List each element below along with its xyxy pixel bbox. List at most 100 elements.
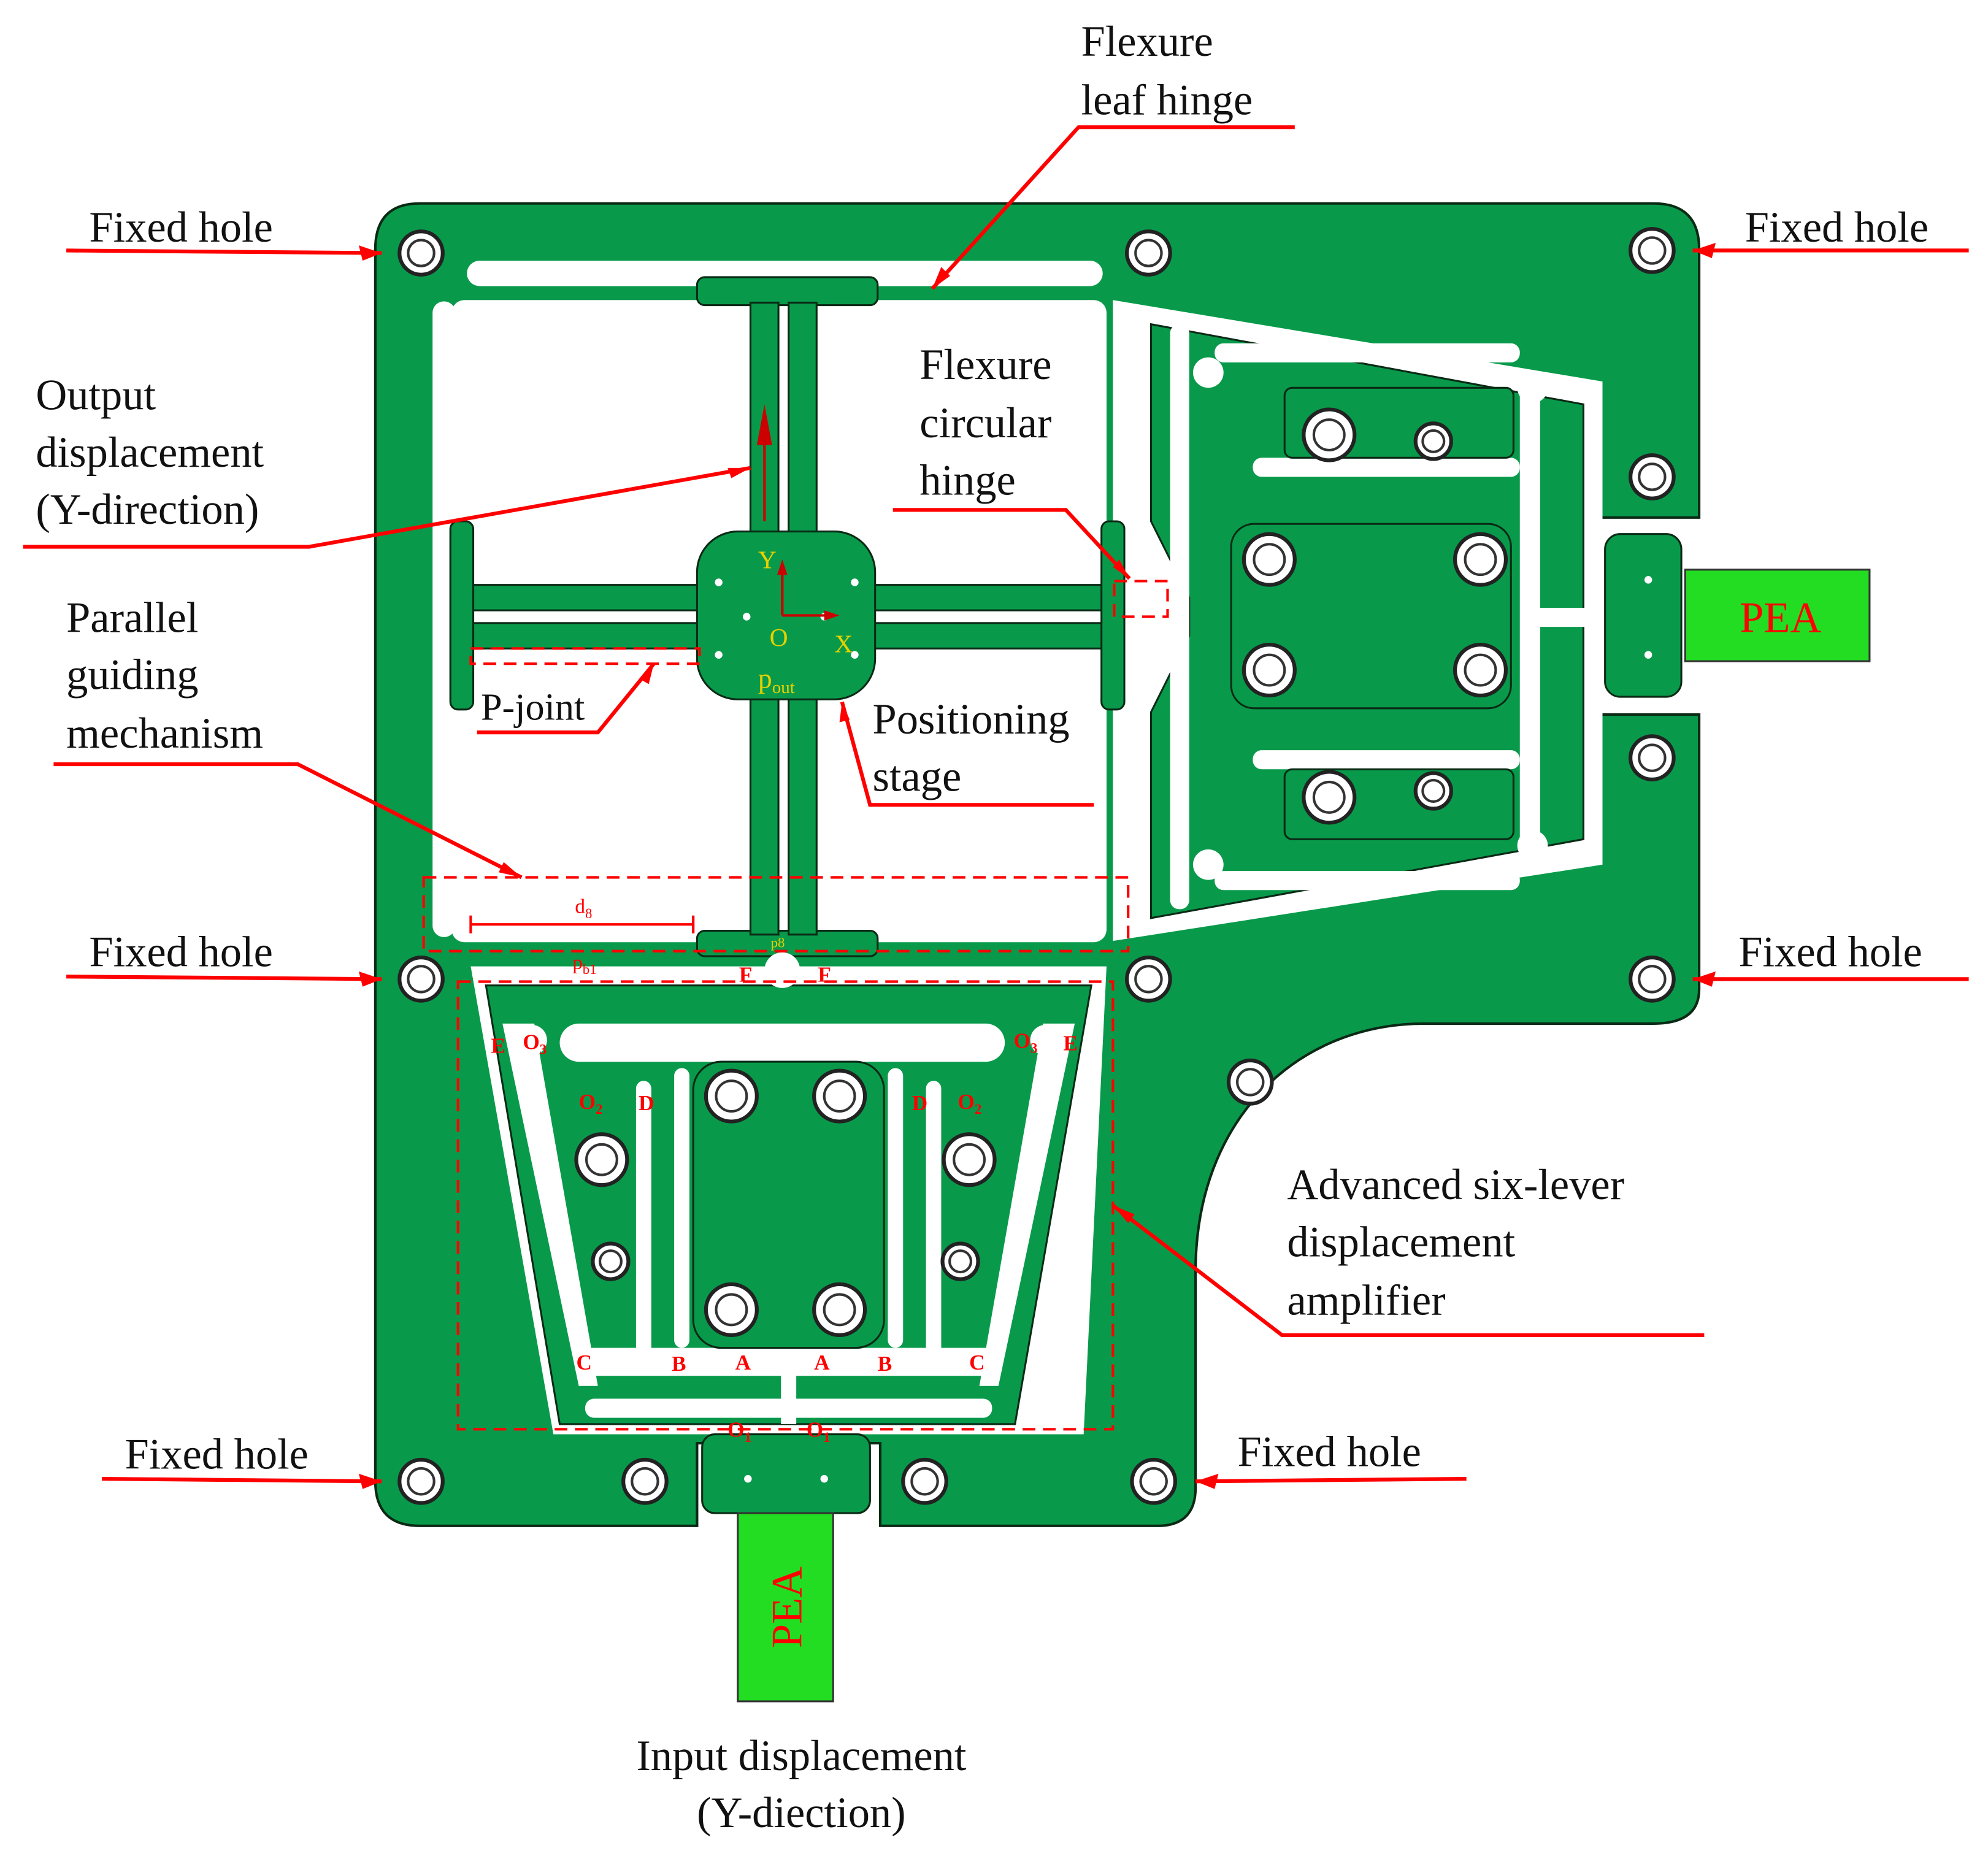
- hole-inner-ring: [631, 1467, 659, 1496]
- svg-text:O2: O2: [579, 1090, 603, 1117]
- flexure-circular-hinge-line2: circular: [919, 399, 1051, 447]
- amplifier-line2: displacement: [1287, 1218, 1515, 1266]
- svg-text:O2: O2: [958, 1090, 981, 1117]
- svg-text:O1: O1: [807, 1418, 831, 1445]
- flexure-leaf-hinge-line2: leaf hinge: [1081, 77, 1253, 125]
- parallel-guiding-line3: mechanism: [66, 710, 263, 757]
- output-displacement-line3: (Y-direction): [36, 486, 259, 534]
- hinge-O3-right: O: [1014, 1029, 1030, 1052]
- p-joint-region: [469, 647, 701, 665]
- origin-label: O: [770, 623, 788, 651]
- pb1-label: p: [572, 951, 583, 974]
- hinge-O2-right: O: [958, 1090, 974, 1114]
- hinge-E-left: E: [491, 1034, 506, 1058]
- input-displacement-line2: (Y-diection): [697, 1789, 905, 1837]
- hinge-A-left: A: [735, 1351, 751, 1374]
- hole-inner-ring: [1638, 743, 1667, 772]
- p8-label: p8: [771, 935, 785, 951]
- hole-inner-ring: [1134, 239, 1163, 267]
- amplifier-line3: amplifier: [1287, 1277, 1445, 1325]
- hole-inner-ring: [715, 1079, 748, 1113]
- hinge-B-left: B: [672, 1352, 686, 1376]
- circular-hinge-region: [1113, 580, 1169, 618]
- positioning-stage-line2: stage: [873, 753, 962, 801]
- fixed-hole-label-top-left: Fixed hole: [89, 204, 272, 251]
- svg-text:O1: O1: [727, 1418, 751, 1445]
- hole-inner-ring: [948, 1249, 973, 1274]
- coordinate-frame: Y X O pout: [756, 404, 853, 697]
- hole-inner-ring: [407, 239, 436, 267]
- flexure-leaf-hinge-line1: Flexure: [1081, 18, 1213, 66]
- fixed-hole-label-mid-right: Fixed hole: [1738, 929, 1922, 976]
- hinge-O1-right: O: [807, 1418, 823, 1442]
- output-displacement-line2: displacement: [36, 429, 264, 477]
- hole-inner-ring: [1638, 965, 1667, 994]
- dimension-annotations: d8 p8 pb1: [469, 895, 785, 977]
- hinge-O2-left: O: [579, 1090, 596, 1114]
- hole-inner-ring: [1638, 236, 1667, 265]
- pb1-sub: b1: [583, 962, 597, 977]
- svg-text:pb1: pb1: [572, 951, 596, 977]
- amplifier-line1: Advanced six-lever: [1287, 1161, 1624, 1209]
- guiding-mechanism-region: [422, 876, 1130, 952]
- flexure-circular-hinge-line1: Flexure: [919, 341, 1051, 389]
- parallel-guiding-line2: guiding: [66, 651, 198, 699]
- output-arrow-icon: [756, 404, 772, 445]
- hinge-F-left: F: [739, 963, 753, 987]
- hole-inner-ring: [1464, 653, 1497, 687]
- pea-actuator-right: PEA: [1684, 569, 1871, 662]
- hole-inner-ring: [823, 1293, 856, 1327]
- hinge-D-right: D: [912, 1091, 927, 1115]
- p-out-sub: out: [772, 678, 795, 697]
- hole-inner-ring: [1464, 543, 1497, 577]
- hinge-C-left: C: [576, 1351, 591, 1374]
- leader-lines: [23, 125, 1969, 1489]
- hole-inner-ring: [953, 1143, 986, 1176]
- hole-inner-ring: [1134, 965, 1163, 994]
- svg-text:pout: pout: [758, 663, 795, 697]
- hinge-C-right: C: [969, 1351, 984, 1374]
- pea-right-label: PEA: [1740, 594, 1821, 642]
- d8-sub: 8: [585, 906, 592, 921]
- hole-inner-ring: [1236, 1068, 1265, 1097]
- positioning-stage-line1: Positioning: [873, 696, 1070, 743]
- hole-inner-ring: [585, 1143, 618, 1176]
- hinge-D-left: D: [639, 1091, 654, 1115]
- p-joint-label: P-joint: [481, 686, 585, 728]
- hinge-O1-left: O: [727, 1418, 744, 1442]
- pea-actuator-bottom: PEA: [737, 1512, 834, 1703]
- parallel-guiding-line1: Parallel: [66, 594, 198, 642]
- input-displacement-line1: Input displacement: [636, 1732, 967, 1780]
- fixed-hole-label-mid-left: Fixed hole: [89, 929, 272, 976]
- hole-inner-ring: [823, 1079, 856, 1113]
- hole-inner-ring: [407, 965, 436, 994]
- flexure-circular-hinge-line3: hinge: [919, 456, 1016, 504]
- y-axis-label: Y: [758, 546, 777, 574]
- six-lever-amplifier: [485, 952, 1092, 1514]
- callout-labels: Flexure leaf hinge Fixed hole Fixed hole…: [36, 18, 1929, 1837]
- fixed-hole-label-top-right: Fixed hole: [1745, 204, 1929, 251]
- fixed-hole-label-bottom-right: Fixed hole: [1238, 1428, 1421, 1476]
- hinge-F-right: F: [818, 963, 831, 987]
- p-out-label: p: [758, 663, 772, 694]
- svg-text:d8: d8: [575, 895, 592, 921]
- hole-inner-ring: [1312, 780, 1346, 814]
- hole-inner-ring: [598, 1249, 623, 1274]
- pea-bottom-label: PEA: [763, 1566, 811, 1648]
- hole-inner-ring: [407, 1467, 436, 1496]
- svg-text:O3: O3: [1014, 1029, 1038, 1056]
- fixed-hole-label-bottom-left: Fixed hole: [125, 1431, 308, 1479]
- hole-inner-ring: [1139, 1467, 1168, 1496]
- hinge-B-right: B: [878, 1352, 892, 1376]
- hole-inner-ring: [715, 1293, 748, 1327]
- hole-inner-ring: [1253, 653, 1286, 687]
- output-displacement-line1: Output: [36, 372, 156, 420]
- hole-inner-ring: [1638, 462, 1667, 491]
- hinge-point-labels: F F E E O3 O3 O2 O2 D D C C B B A A O1 O…: [491, 963, 1078, 1445]
- hinge-A-right: A: [814, 1351, 830, 1374]
- hole-inner-ring: [1421, 779, 1446, 803]
- svg-text:O3: O3: [523, 1030, 547, 1057]
- hole-inner-ring: [1312, 418, 1346, 451]
